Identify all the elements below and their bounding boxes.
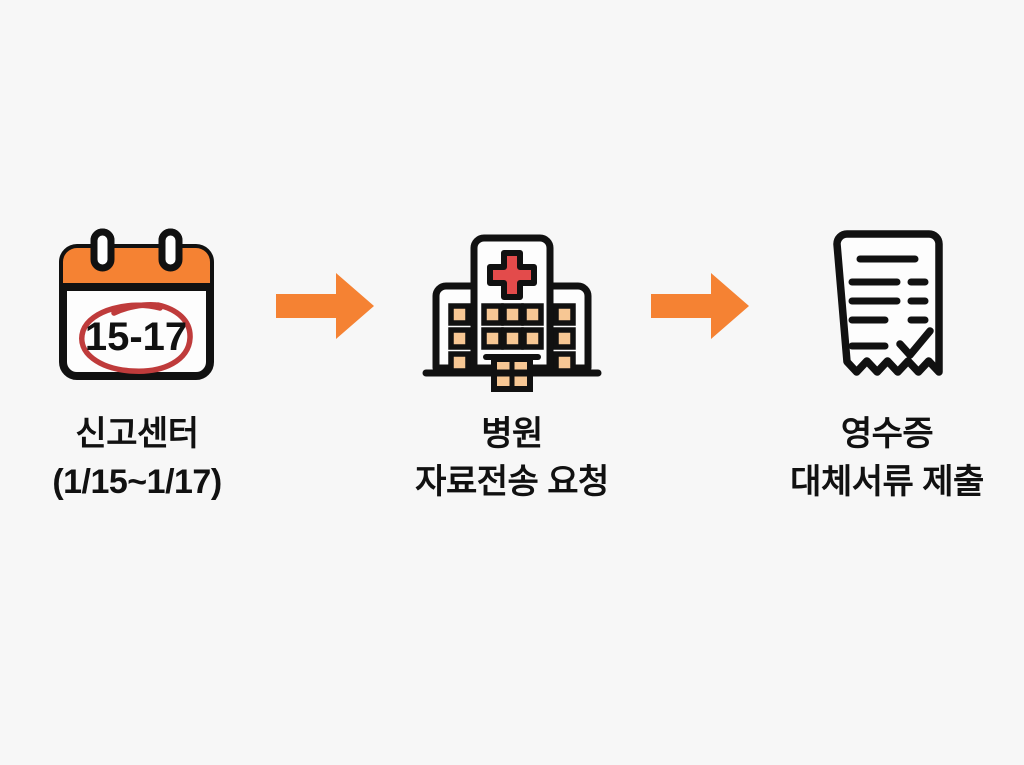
- arrow-container-2: [637, 221, 762, 391]
- flow-row: 15-17 신고센터 (1/15~1/17): [12, 221, 1012, 504]
- hospital-icon-container: [402, 221, 622, 392]
- calendar-icon: 15-17: [59, 228, 214, 380]
- checkmark-icon: [895, 327, 934, 359]
- flow-step-3: 영수증 대체서류 제출: [762, 221, 1012, 504]
- receipt-icon: [832, 230, 943, 376]
- step-1-labels: 신고센터 (1/15~1/17): [52, 413, 222, 504]
- step-2-label-line2: 자료전송 요청: [415, 462, 609, 501]
- step-3-labels: 영수증 대체서류 제출: [790, 413, 984, 504]
- step-1-label-line2: (1/15~1/17): [52, 462, 222, 501]
- step-3-label-line1: 영수증: [840, 414, 934, 453]
- step-1-label-line1: 신고센터: [75, 414, 199, 453]
- step-3-label-line2: 대체서류 제출: [790, 462, 984, 501]
- hospital-icon: [422, 234, 602, 392]
- flow-step-2: 병원 자료전송 요청: [387, 221, 637, 504]
- arrow-right-2-icon: [650, 272, 749, 339]
- receipt-icon-container: [777, 221, 997, 391]
- arrow-right-1-icon: [275, 272, 374, 339]
- calendar-icon-container: 15-17: [27, 221, 247, 391]
- step-2-labels: 병원 자료전송 요청: [415, 413, 609, 504]
- arrow-container-1: [262, 221, 387, 391]
- calendar-date-text: 15-17: [85, 315, 187, 359]
- flow-step-1: 15-17 신고센터 (1/15~1/17): [12, 221, 262, 504]
- step-2-label-line1: 병원: [481, 414, 543, 453]
